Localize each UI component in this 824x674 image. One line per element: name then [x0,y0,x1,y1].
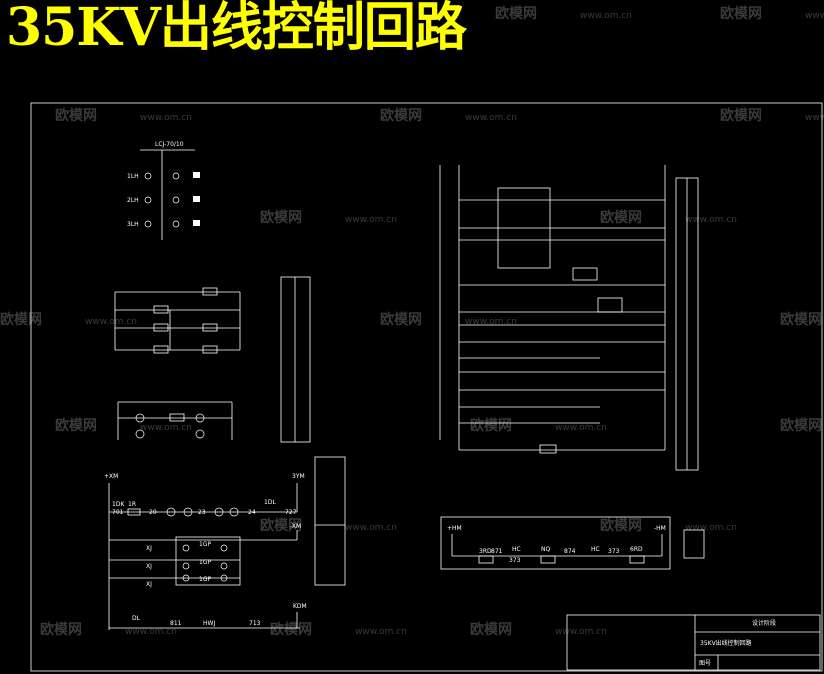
watermark-brand-5: 欧模网 [260,209,302,226]
ct-header: LCJ-70/10 [155,141,184,148]
ctrl-node-23: 23 [198,509,206,516]
signal-legend-box [683,529,705,559]
watermark-brand-7: 欧模网 [0,311,42,328]
sig-nq: NQ [541,546,550,553]
ctrl-1dk: 1DK [112,501,125,508]
watermark-brand-8: 欧模网 [380,311,422,328]
watermark-url-0: www.om.cn [580,11,632,21]
titleblock-project: 35KV出线控制回路 [700,639,752,647]
sig-hc-1: HC [512,546,521,553]
watermark-url-6: www.om.cn [685,215,737,225]
ctrl-node-713: 713 [249,620,261,627]
ctrl-node-20: 20 [149,509,157,516]
watermark-url-17: www.om.cn [355,627,407,637]
ct-label-1: 1LH [127,173,139,180]
ctrl-xj-3: XJ [146,581,152,588]
watermark-url-2: www.om.cn [140,113,192,123]
titleblock-drawing-no: 图号 [699,660,711,667]
ctrl-node-hwj: HWJ [203,620,215,627]
ctrl-relay-2: 1GP [199,559,211,566]
watermark-url-11: www.om.cn [555,423,607,433]
terminal-strip-left [280,276,311,443]
watermark-brand-0: 欧模网 [495,5,537,22]
sig-871: 871 [491,548,503,555]
watermark-brand-10: 欧模网 [55,417,97,434]
drawing-title: 35KV出线控制回路 [6,0,467,58]
sig-874: 874 [564,548,576,555]
watermark-layer: 欧模网 www.om.cn 欧模网 www.om.cn 欧模网 www.om.cn 欧模网 w… [0,5,824,638]
watermark-brand-4: 欧模网 [720,107,762,124]
ctrl-node-811: 811 [170,620,182,627]
sig-3rd: 3RD [479,548,492,555]
watermark-url-1: www.om.cn [805,11,824,21]
watermark-url-13: www.om.cn [345,523,397,533]
watermark-url-16: www.om.cn [555,627,607,637]
ctrl-plus-xm: +XM [104,473,118,480]
ctrl-1dl: 1DL [264,499,276,506]
sig-plus-hm: +HM [447,525,462,532]
ctrl-kdm: KDM [293,603,307,610]
drawing-frame [30,102,823,672]
ctrl-node-701: 701 [112,509,124,516]
protection-circuit [439,165,666,454]
voltage-circuit [117,401,233,440]
ctrl-1r: 1R [128,501,136,508]
watermark-brand-3: 欧模网 [380,107,422,124]
ctrl-3ym: 3YM [292,473,305,480]
watermark-brand-2: 欧模网 [55,107,97,124]
watermark-brand-11: 欧模网 [470,417,512,434]
control-circuit: +XM 3YM 1DK 1R 1DL 701 20 23 24 727 -XM … [104,473,307,630]
ctrl-relay-1: 1GP [199,541,211,548]
current-circuit [114,287,241,354]
ctrl-minus-xm: -XM [290,523,301,530]
watermark-brand-13: 欧模网 [260,517,302,534]
ctrl-relay-3: 1GP [199,576,211,583]
watermark-brand-14: 欧模网 [600,517,642,534]
watermark-url-15: www.om.cn [125,627,177,637]
watermark-url-14: www.om.cn [685,523,737,533]
terminal-strip-middle [314,456,346,586]
watermark-url-3: www.om.cn [465,113,517,123]
watermark-brand-1: 欧模网 [720,5,762,22]
watermark-brand-6: 欧模网 [600,209,642,226]
sig-hc-2: HC [591,546,600,553]
ctrl-dl: DL [132,615,141,622]
title-block: 设计阶段 35KV出线控制回路 图号 [566,614,821,671]
watermark-url-7: www.om.cn [85,317,137,327]
signal-circuit: +HM -HM 3RD 871 HC NQ 373 874 HC 373 6RD [440,516,671,570]
ctrl-node-727: 727 [285,509,297,516]
watermark-url-4: www.om.cn [805,113,824,123]
watermark-brand-12: 欧模网 [780,417,822,434]
ct-section: LCJ-70/10 1LH 2LH 3LH [127,141,200,240]
ct-label-3: 3LH [127,221,139,228]
ctrl-node-24: 24 [248,509,256,516]
watermark-url-5: www.om.cn [345,215,397,225]
sig-6rd: 6RD [630,546,643,553]
watermark-brand-16: 欧模网 [470,621,512,638]
ctrl-xj-1: XJ [146,545,152,552]
watermark-url-8: www.om.cn [465,317,517,327]
watermark-url-10: www.om.cn [140,423,192,433]
sig-minus-hm: -HM [654,525,666,532]
sig-373-2: 373 [608,548,620,555]
watermark-brand-9: 欧模网 [780,311,822,328]
ctrl-xj-2: XJ [146,563,152,570]
sig-373-1: 373 [509,557,521,564]
watermark-brand-17: 欧模网 [270,621,312,638]
ct-label-2: 2LH [127,197,139,204]
titleblock-stage: 设计阶段 [752,619,776,627]
watermark-brand-15: 欧模网 [40,621,82,638]
